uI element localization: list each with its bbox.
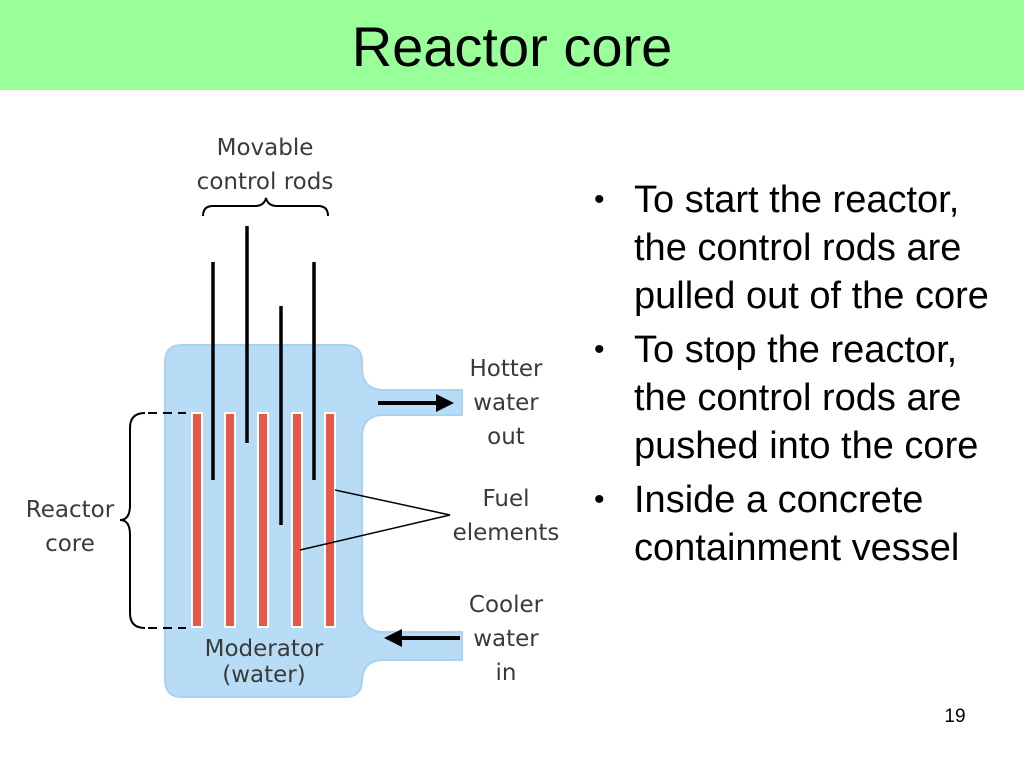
- label-cooler-in: in: [496, 660, 517, 686]
- bullet-text: To stop the reactor, the control rods ar…: [634, 329, 979, 467]
- label-movable: Movable: [217, 135, 314, 161]
- bullet-text: To start the reactor, the control rods a…: [634, 179, 989, 317]
- page-number: 19: [944, 706, 966, 727]
- reactor-vessel: [164, 344, 463, 698]
- bullet-item: • To stop the reactor, the control rods a…: [590, 326, 1010, 470]
- label-control-rods: control rods: [197, 169, 334, 195]
- fuel-elements: [191, 412, 336, 628]
- label-hotter-out: out: [487, 424, 525, 450]
- label-cooler-water: water: [473, 626, 539, 652]
- control-rods-brace: [202, 197, 329, 217]
- reactor-core-diagram: Movable control rods Hotter water out Fu…: [0, 100, 580, 720]
- control-rods: [211, 226, 316, 525]
- label-reactor: Reactor: [26, 497, 115, 523]
- label-core: core: [45, 531, 95, 557]
- label-moderator: Moderator: [205, 636, 324, 662]
- bullet-item: • To start the reactor, the control rods …: [590, 176, 1010, 320]
- label-fuel: Fuel: [482, 486, 529, 512]
- bullet-text: Inside a concrete containment vessel: [634, 479, 960, 569]
- fuel-pointer-lines: [299, 489, 451, 551]
- hot-water-out-arrow: [378, 394, 454, 412]
- fuel-element: [191, 412, 203, 628]
- label-hotter: Hotter: [469, 356, 543, 382]
- bullet-dot: •: [594, 333, 605, 366]
- bullet-dot: •: [594, 483, 605, 516]
- label-elements: elements: [453, 520, 560, 546]
- fuel-element: [257, 412, 269, 628]
- title-bar: Reactor core: [0, 0, 1024, 90]
- bullet-item: • Inside a concrete containment vessel: [590, 476, 1010, 572]
- label-moderator-water: (water): [222, 662, 305, 688]
- label-hotter-water: water: [473, 390, 539, 416]
- bullet-dot: •: [594, 183, 605, 216]
- bullet-list: • To start the reactor, the control rods …: [590, 176, 1010, 578]
- fuel-element: [324, 412, 336, 628]
- slide-title: Reactor core: [351, 15, 673, 78]
- label-cooler: Cooler: [469, 592, 544, 618]
- reactor-core-brace: [119, 412, 146, 629]
- fuel-element: [224, 412, 236, 628]
- fuel-element: [291, 412, 303, 628]
- cool-water-in-arrow: [384, 629, 460, 647]
